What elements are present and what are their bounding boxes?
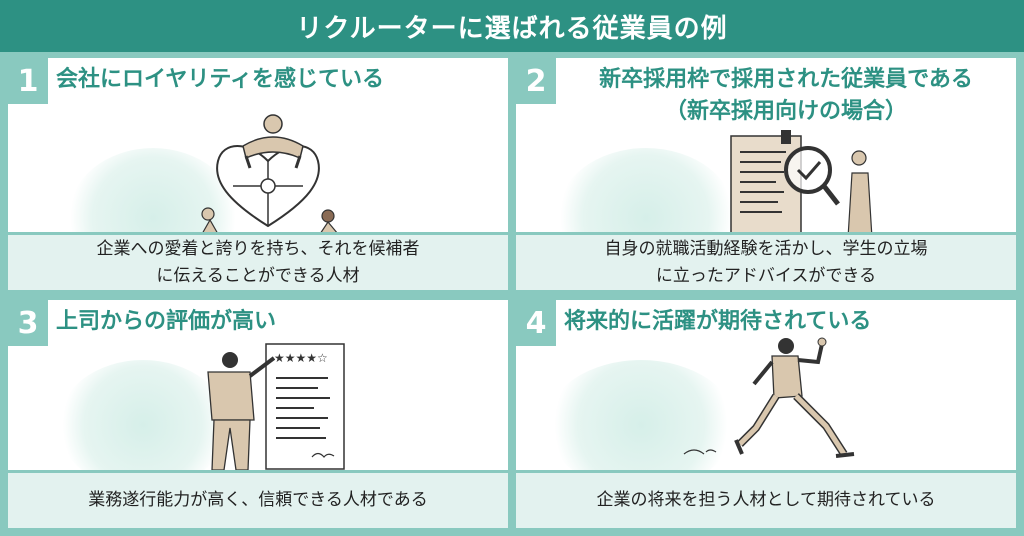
card-1: 1 会社にロイヤリティを感じている 企業への愛着と誇りを持ち、それを候補者 に伝… [8, 58, 508, 290]
card-heading-main: 新卒採用枠で採用された従業員である [599, 67, 973, 92]
background-blob [546, 360, 736, 490]
page-title: リクルーターに選ばれる従業員の例 [296, 13, 728, 44]
card-heading: 将来的に活躍が期待されている [564, 309, 872, 334]
card-heading: 上司からの評価が高い [56, 309, 277, 334]
people-holding-heart-puzzle-icon [201, 114, 339, 235]
card-description: 企業への愛着と誇りを持ち、それを候補者 に伝えることができる人材 [8, 232, 508, 290]
card-2: 2 新卒採用枠で採用された従業員である （新卒採用向けの場合） 自身の就職活動経… [516, 58, 1016, 290]
running-person-icon [683, 337, 855, 458]
card-number: 1 [8, 58, 48, 104]
document-magnifier-person-icon [730, 130, 873, 238]
svg-text:★★★★☆: ★★★★☆ [274, 351, 328, 365]
card-number: 2 [516, 58, 556, 104]
card-description: 企業の将来を担う人材として期待されている [516, 470, 1016, 528]
card-3: 3 上司からの評価が高い ★★★★☆ 業務遂行能力が高く、信頼できる人材である [8, 300, 508, 528]
card-number: 3 [8, 300, 48, 346]
card-4: 4 将来的に活躍が期待されている 企業の将来を担う人材として期待されている [516, 300, 1016, 528]
background-blob [58, 360, 228, 490]
card-description: 自身の就職活動経験を活かし、学生の立場 に立ったアドバイスができる [516, 232, 1016, 290]
card-heading: 会社にロイヤリティを感じている [56, 67, 385, 92]
person-rating-document-icon: ★★★★☆ [207, 343, 345, 471]
card-heading-sub: （新卒採用向けの場合） [664, 99, 907, 124]
card-heading: 新卒採用枠で採用された従業員である （新卒採用向けの場合） [564, 64, 1008, 128]
title-bar: リクルーターに選ばれる従業員の例 [0, 0, 1024, 52]
card-description: 業務遂行能力が高く、信頼できる人材である [8, 470, 508, 528]
card-number: 4 [516, 300, 556, 346]
